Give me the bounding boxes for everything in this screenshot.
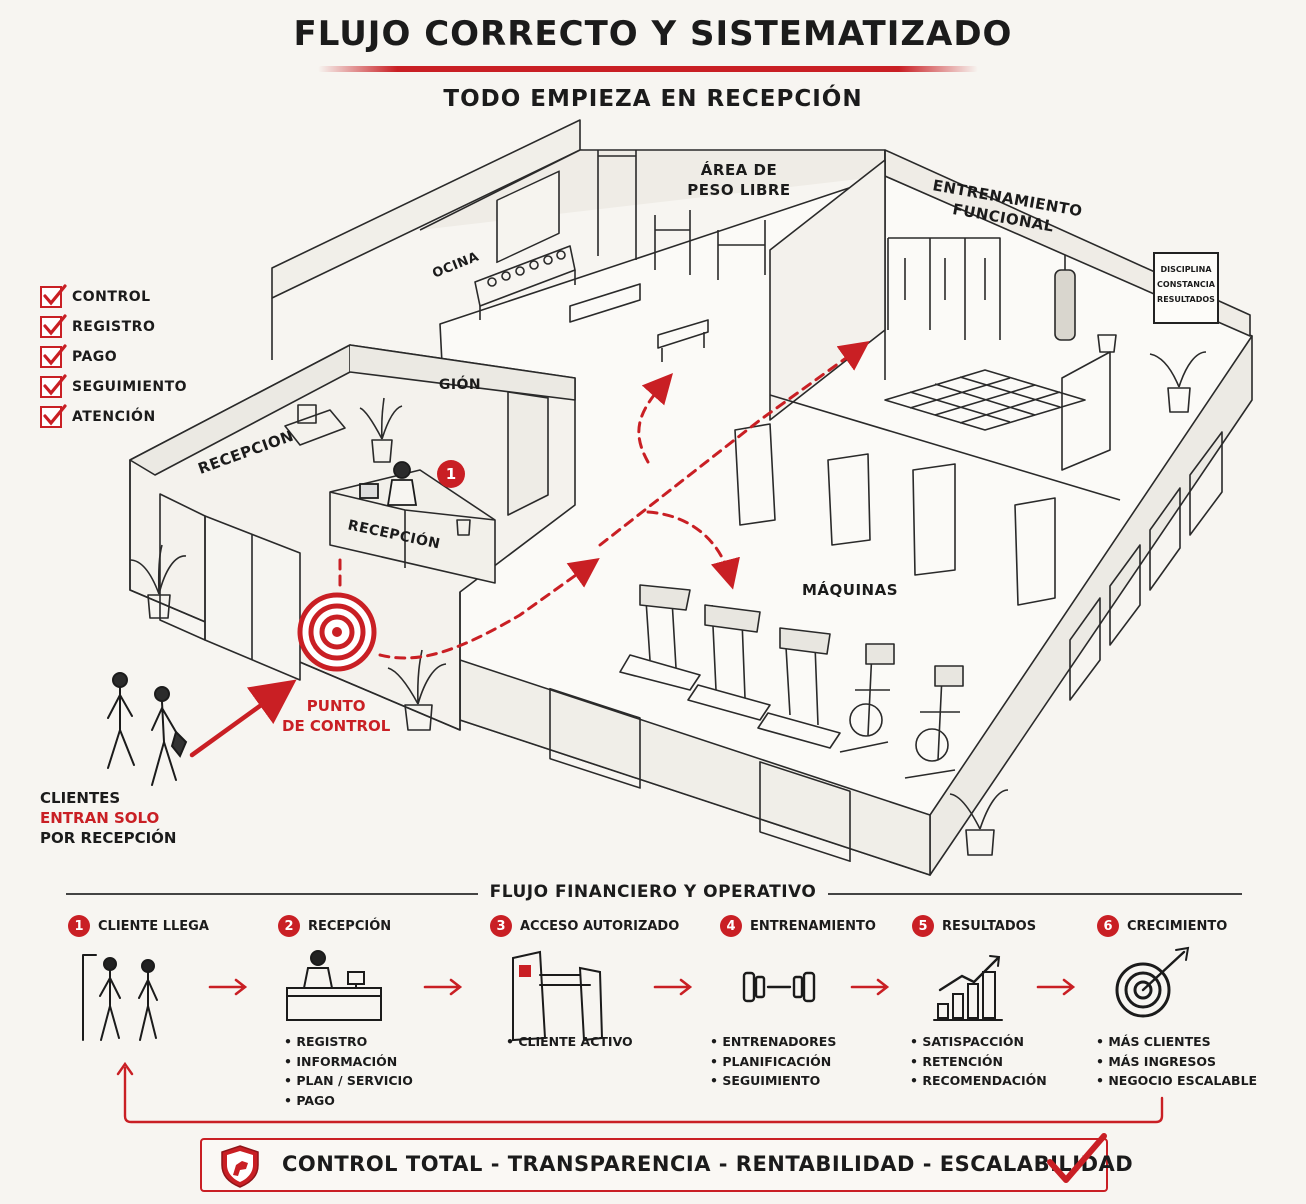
bullet-item: REGISTRO (284, 1032, 413, 1052)
checklist: CONTROL REGISTRO PAGO SEGUIMIENTO ATENCI… (40, 282, 187, 432)
step-title: RECEPCIÓN (308, 918, 392, 934)
control-point-line: PUNTO (306, 697, 366, 715)
motivation-sign: DISCIPLINA CONSTANCIA RESULTADOS (1153, 252, 1219, 324)
walking-people-icon (82, 954, 158, 1041)
flow-step-4: 4 ENTRENAMIENTO (720, 915, 876, 937)
page-subtitle: TODO EMPIEZA EN RECEPCIÓN (443, 86, 863, 112)
checklist-item: REGISTRO (40, 312, 187, 342)
bullet-item: MÁS INGRESOS (1096, 1052, 1257, 1072)
checkmark-icon (1047, 1133, 1107, 1183)
zone-label-free-weights: ÁREA DE PESO LIBRE (684, 160, 794, 200)
flow-title: FLUJO FINANCIERO Y OPERATIVO (0, 882, 1306, 902)
bullet-item: CLIENTE ACTIVO (506, 1032, 632, 1052)
flow-step-5: 5 RESULTADOS (912, 915, 1036, 937)
checklist-label: SEGUIMIENTO (72, 379, 188, 395)
checklist-label: ATENCIÓN (72, 409, 156, 425)
checklist-label: CONTROL (72, 289, 151, 305)
bullet-item: PAGO (284, 1091, 413, 1111)
checklist-item: CONTROL (40, 282, 187, 312)
bullet-item: ENTRENADORES (710, 1032, 836, 1052)
target-icon (1115, 946, 1190, 1018)
bullet-item: NEGOCIO ESCALABLE (1096, 1071, 1257, 1091)
flow-step-6: 6 CRECIMIENTO (1097, 915, 1227, 937)
values-banner (200, 1138, 1108, 1192)
checkbox-checked-icon (40, 314, 67, 338)
step-title: CLIENTE LLEGA (98, 918, 209, 934)
sign-line: DISCIPLINA (1160, 265, 1212, 274)
bullet-item: PLAN / SERVICIO (284, 1071, 412, 1091)
step-title: RESULTADOS (942, 918, 1037, 934)
step-2-bullets: REGISTRO INFORMACIÓN PLAN / SERVICIO PAG… (284, 1032, 413, 1111)
clients-caption-highlight: ENTRAN SOLO (40, 809, 160, 827)
checkbox-checked-icon (40, 374, 67, 398)
checkbox-checked-icon (40, 404, 67, 428)
step-number-badge: 5 (912, 915, 934, 937)
step-6-bullets: MÁS CLIENTES MÁS INGRESOS NEGOCIO ESCALA… (1096, 1032, 1257, 1091)
checklist-label: PAGO (72, 349, 118, 365)
reception-desk-icon (286, 950, 382, 1021)
checklist-item: PAGO (40, 342, 187, 372)
checkbox-checked-icon (40, 284, 67, 308)
step-marker: 1 (445, 465, 457, 483)
step-number-badge: 1 (68, 915, 90, 937)
page-title: FLUJO CORRECTO Y SISTEMATIZADO (293, 14, 1013, 54)
step-number-badge: 4 (720, 915, 742, 937)
zone-label-line: PESO LIBRE (687, 181, 791, 199)
step-title: ACCESO AUTORIZADO (520, 918, 680, 934)
checklist-item: SEGUIMIENTO (40, 372, 187, 402)
step-number-badge: 3 (490, 915, 512, 937)
control-point-line: DE CONTROL (282, 717, 391, 735)
step-title: CRECIMIENTO (1127, 918, 1228, 934)
zone-label-line: ÁREA DE (700, 161, 778, 179)
checklist-item: ATENCIÓN (40, 402, 187, 432)
values-banner-text: CONTROL TOTAL - TRANSPARENCIA - RENTABIL… (282, 1152, 1134, 1176)
clients-caption: CLIENTES ENTRAN SOLO POR RECEPCIÓN (40, 788, 176, 848)
flow-step-3: 3 ACCESO AUTORIZADO (490, 915, 679, 937)
dumbbell-icon (742, 971, 816, 1003)
title-underline (318, 66, 978, 72)
flow-step-1: 1 CLIENTE LLEGA (68, 915, 209, 937)
flow-icons-row (82, 946, 1190, 1124)
bullet-item: RETENCIÓN (910, 1052, 1047, 1072)
clients-caption-line: CLIENTES (40, 789, 121, 807)
step-3-bullets: CLIENTE ACTIVO (506, 1032, 632, 1052)
bullet-item: INFORMACIÓN (284, 1052, 413, 1072)
bullet-item: RECOMENDACIÓN (910, 1071, 1046, 1091)
checklist-label: REGISTRO (72, 319, 156, 335)
control-point-target-icon (297, 592, 377, 672)
zone-label-machines: MÁQUINAS (801, 581, 898, 599)
bullet-item: MÁS CLIENTES (1096, 1032, 1257, 1052)
shield-icon (221, 1145, 259, 1188)
flow-step-2: 2 RECEPCIÓN (278, 915, 391, 937)
step-5-bullets: SATISPACCIÓN RETENCIÓN RECOMENDACIÓN (910, 1032, 1047, 1091)
bullet-item: PLANIFICACIÓN (710, 1052, 836, 1072)
zone-label-management: GIÓN (438, 377, 482, 393)
control-point-caption: PUNTO DE CONTROL (282, 696, 390, 736)
clients-caption-line: POR RECEPCIÓN (40, 829, 177, 847)
turnstile-icon (512, 950, 604, 1042)
bullet-item: SEGUIMIENTO (710, 1071, 836, 1091)
sign-line: RESULTADOS (1157, 295, 1215, 304)
bullet-item: SATISPACCIÓN (910, 1032, 1047, 1052)
step-4-bullets: ENTRENADORES PLANIFICACIÓN SEGUIMIENTO (710, 1032, 836, 1091)
flow-title-text: FLUJO FINANCIERO Y OPERATIVO (477, 882, 829, 902)
gym-floorplan-illustration (107, 119, 1253, 876)
step-number-badge: 2 (278, 915, 300, 937)
sign-line: CONSTANCIA (1157, 280, 1215, 289)
checkbox-checked-icon (40, 344, 67, 368)
step-number-badge: 6 (1097, 915, 1119, 937)
growth-chart-icon (933, 955, 1003, 1021)
step-title: ENTRENAMIENTO (750, 918, 876, 934)
